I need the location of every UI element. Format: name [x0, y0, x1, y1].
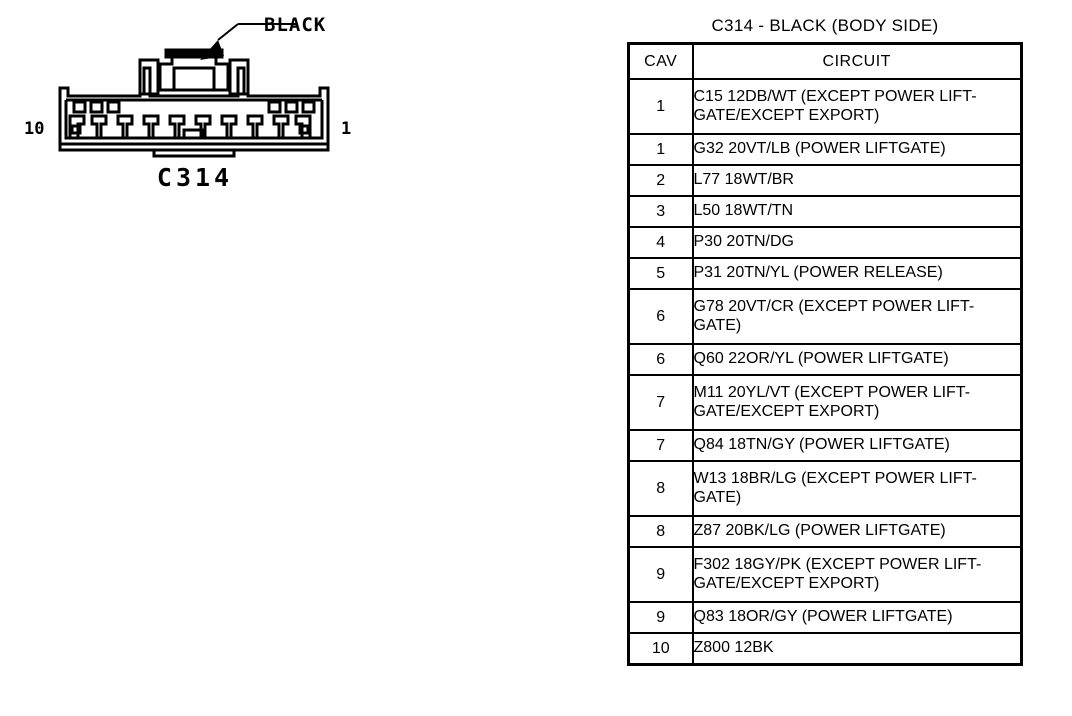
circuit-description-cell: Z800 12BK — [691, 632, 1023, 666]
cav-number-cell: 10 — [627, 632, 694, 666]
cav-number-cell: 7 — [627, 429, 694, 462]
circuit-description-cell: C15 12DB/WT (EXCEPT POWER LIFT-GATE/EXCE… — [691, 78, 1023, 135]
table-header-row: CAV CIRCUIT — [627, 42, 1023, 80]
cav-number-cell: 6 — [627, 343, 694, 376]
cav-number-cell: 2 — [627, 164, 694, 197]
circuit-description-cell: Z87 20BK/LG (POWER LIFTGATE) — [691, 515, 1023, 548]
cav-number-cell: 1 — [627, 78, 694, 135]
circuit-description-cell: L77 18WT/BR — [691, 164, 1023, 197]
circuit-description-cell: P30 20TN/DG — [691, 226, 1023, 259]
circuit-description-cell: W13 18BR/LG (EXCEPT POWER LIFT-GATE) — [691, 460, 1023, 517]
cav-number-cell: 1 — [627, 133, 694, 166]
circuit-description-cell: G78 20VT/CR (EXCEPT POWER LIFT-GATE) — [691, 288, 1023, 345]
cav-number-cell: 8 — [627, 515, 694, 548]
cav-number-cell: 5 — [627, 257, 694, 290]
cav-number-cell: 3 — [627, 195, 694, 228]
pin-number-right: 1 — [341, 119, 352, 139]
circuit-description-cell: Q83 18OR/GY (POWER LIFTGATE) — [691, 601, 1023, 634]
circuit-description-cell: Q84 18TN/GY (POWER LIFTGATE) — [691, 429, 1023, 462]
circuit-description-cell: M11 20YL/VT (EXCEPT POWER LIFT-GATE/EXCE… — [691, 374, 1023, 431]
column-header-cav: CAV — [627, 42, 694, 80]
table-title: C314 - BLACK (BODY SIDE) — [711, 16, 939, 35]
connector-id-label: C314 — [156, 163, 234, 192]
circuit-description-cell: L50 18WT/TN — [691, 195, 1023, 228]
column-header-circuit: CIRCUIT — [691, 42, 1023, 80]
pin-number-left: 10 — [24, 119, 45, 139]
cav-number-cell: 7 — [627, 374, 694, 431]
connector-diagram-panel: BLACK — [24, 14, 352, 192]
cav-number-cell: 8 — [627, 460, 694, 517]
connector-body-illustration — [58, 48, 330, 158]
circuit-description-cell: Q60 22OR/YL (POWER LIFTGATE) — [691, 343, 1023, 376]
cav-number-cell: 6 — [627, 288, 694, 345]
cav-number-cell: 9 — [627, 601, 694, 634]
cav-number-cell: 9 — [627, 546, 694, 603]
circuit-description-cell: G32 20VT/LB (POWER LIFTGATE) — [691, 133, 1023, 166]
circuit-description-cell: F302 18GY/PK (EXCEPT POWER LIFT-GATE/EXC… — [691, 546, 1023, 603]
circuit-description-cell: P31 20TN/YL (POWER RELEASE) — [691, 257, 1023, 290]
cav-number-cell: 4 — [627, 226, 694, 259]
